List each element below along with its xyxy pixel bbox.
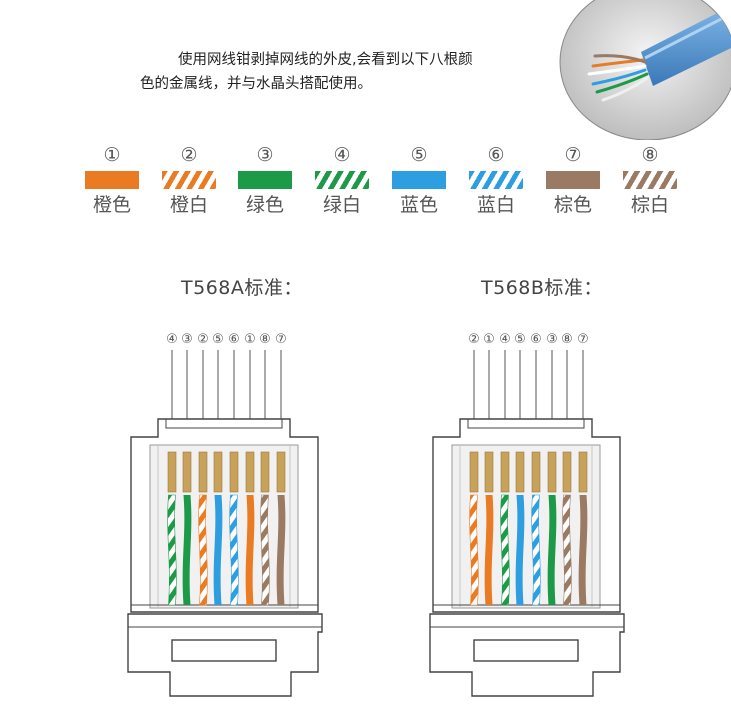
t568a-title: T568A标准：	[181, 277, 303, 299]
wire-brown-white	[562, 494, 572, 606]
gold-pin	[484, 451, 494, 493]
gold-pin	[469, 451, 479, 493]
wire-green	[182, 495, 192, 605]
t568b-title: T568B标准：	[481, 277, 603, 299]
legend-label: 棕白	[630, 194, 669, 216]
legend-item-6: ⑥ 蓝白	[456, 144, 536, 216]
wire-green-white	[167, 494, 177, 606]
legend-item-8: ⑧ 棕白	[610, 144, 690, 216]
gold-pin	[245, 451, 255, 493]
pin-number-label: ⑥	[228, 332, 240, 347]
pin-number-label: ④	[166, 332, 178, 347]
legend-item-7: ⑦ 棕色	[533, 144, 613, 216]
gold-pin	[229, 451, 239, 493]
intro-line-1: 使用网线钳剥掉网线的外皮,会看到以下八根颜	[178, 52, 473, 68]
legend-item-4: ④ 绿白	[302, 144, 382, 216]
pin-number-label: ④	[499, 332, 511, 347]
pin-number-label: ⑦	[275, 332, 287, 347]
legend-swatch	[85, 171, 139, 189]
connector-top-lip	[165, 419, 283, 429]
wire-brown	[276, 495, 286, 605]
legend-swatch	[469, 171, 523, 189]
pin-number-label: ③	[546, 332, 558, 347]
gold-pin	[562, 451, 572, 493]
gold-pin	[198, 451, 208, 493]
legend-item-1: ① 橙色	[72, 144, 152, 216]
wire-blue	[515, 495, 525, 605]
legend-number: ⑦	[564, 144, 582, 166]
legend-swatch	[392, 171, 446, 189]
legend-item-2: ② 橙白	[149, 144, 229, 216]
wire-blue-white	[531, 494, 541, 606]
pin-number-label: ①	[483, 332, 495, 347]
legend-item-3: ③ 绿色	[225, 144, 305, 216]
wire-blue-white	[229, 494, 239, 606]
connector-top-lip	[467, 419, 585, 429]
legend-swatch	[162, 171, 216, 189]
pin-number-label: ⑤	[212, 332, 224, 347]
legend-label: 橙白	[169, 194, 208, 216]
connector-latch-slot	[171, 639, 277, 662]
legend-number: ①	[103, 144, 121, 166]
gold-pin	[578, 451, 588, 493]
wire-brown	[578, 495, 588, 605]
wire-orange	[484, 495, 494, 605]
wire-orange-white	[469, 494, 479, 606]
pin-number-label: ⑧	[561, 332, 573, 347]
gold-pin	[182, 451, 192, 493]
legend-number: ②	[180, 144, 198, 166]
gold-pin	[213, 451, 223, 493]
wire-blue	[213, 495, 223, 605]
pin-number-label: ①	[244, 332, 256, 347]
wire-green	[547, 495, 557, 605]
pin-number-label: ⑧	[259, 332, 271, 347]
legend-label: 绿色	[245, 194, 284, 216]
gold-pin	[547, 451, 557, 493]
legend-label: 蓝白	[476, 194, 515, 216]
gold-pin	[500, 451, 510, 493]
legend-label: 绿白	[322, 194, 361, 216]
legend-swatch	[238, 171, 292, 189]
wire-brown-white	[260, 494, 270, 606]
gold-pin	[531, 451, 541, 493]
legend-item-5: ⑤ 蓝色	[379, 144, 459, 216]
legend-swatch	[315, 171, 369, 189]
wire-orange-white	[198, 494, 208, 606]
pin-number-label: ⑥	[530, 332, 542, 347]
intro-text: 使用网线钳剥掉网线的外皮,会看到以下八根颜 色的金属线，并与水晶头搭配使用。	[140, 48, 560, 96]
gold-pin	[515, 451, 525, 493]
legend-number: ④	[333, 144, 351, 166]
connector-latch-slot	[473, 639, 579, 662]
legend-label: 蓝色	[399, 194, 438, 216]
wire-orange	[245, 495, 255, 605]
color-legend: ① 橙色 ② 橙白 ③ 绿色 ④ 绿白 ⑤ 蓝色 ⑥ 蓝白 ⑦ 棕色 ⑧ 棕白	[0, 0, 731, 230]
pin-number-label: ②	[468, 332, 480, 347]
legend-swatch	[546, 171, 600, 189]
legend-number: ⑥	[487, 144, 505, 166]
legend-number: ⑤	[410, 144, 428, 166]
gold-pin	[167, 451, 177, 493]
pin-number-label: ③	[181, 332, 193, 347]
pin-number-label: ⑤	[514, 332, 526, 347]
cable-photo	[559, 0, 731, 140]
pin-number-label: ②	[197, 332, 209, 347]
gold-pin	[276, 451, 286, 493]
legend-number: ③	[256, 144, 274, 166]
legend-label: 橙色	[92, 194, 131, 216]
legend-number: ⑧	[641, 144, 659, 166]
wire-green-white	[500, 494, 510, 606]
gold-pin	[260, 451, 270, 493]
intro-line-2: 色的金属线，并与水晶头搭配使用。	[140, 76, 372, 92]
pin-number-label: ⑦	[577, 332, 589, 347]
legend-swatch	[623, 171, 677, 189]
legend-label: 棕色	[553, 194, 592, 216]
